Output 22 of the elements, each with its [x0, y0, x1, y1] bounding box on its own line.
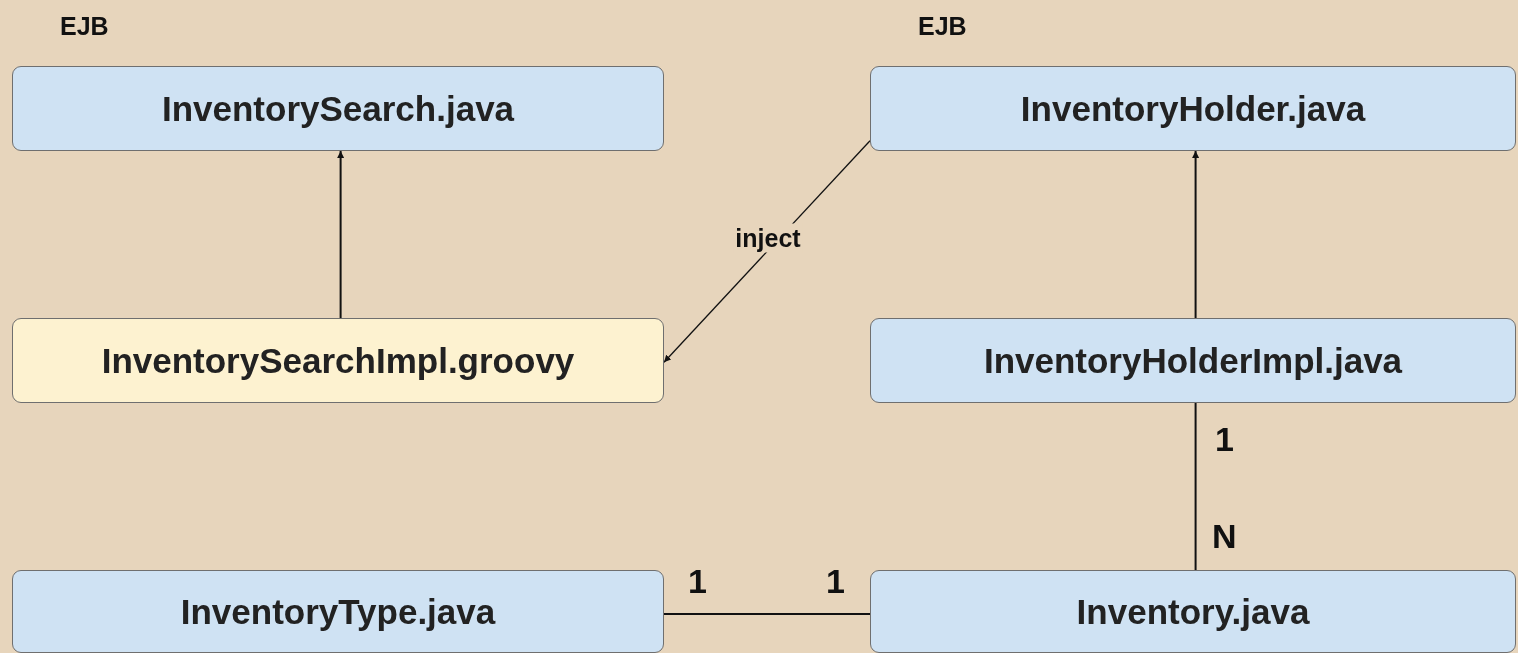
multiplicity-label: 1: [1215, 420, 1234, 459]
class-name: InventorySearch.java: [161, 88, 515, 129]
class-name: InventorySearchImpl.groovy: [101, 340, 575, 381]
stereotype-label: EJB: [60, 12, 109, 41]
class-box: [870, 570, 1516, 653]
multiplicity-label: 1: [826, 562, 845, 601]
class-name: Inventory.java: [1076, 591, 1310, 632]
connector-line: [663, 613, 871, 615]
class-name: InventoryType.java: [180, 591, 496, 632]
connector-line: [1194, 402, 1197, 571]
multiplicity-label: N: [1212, 517, 1237, 556]
arrow: [1192, 150, 1200, 319]
arrow: [337, 150, 345, 319]
class-box: [870, 66, 1516, 151]
stereotype-label: EJB: [918, 12, 967, 41]
class-box: [12, 570, 664, 653]
class-name: InventoryHolderImpl.java: [983, 340, 1403, 381]
class-name: InventoryHolder.java: [1020, 88, 1366, 129]
multiplicity-label: 1: [688, 562, 707, 601]
class-box: [870, 318, 1516, 403]
class-box: [12, 66, 664, 151]
class-box: [12, 318, 664, 403]
